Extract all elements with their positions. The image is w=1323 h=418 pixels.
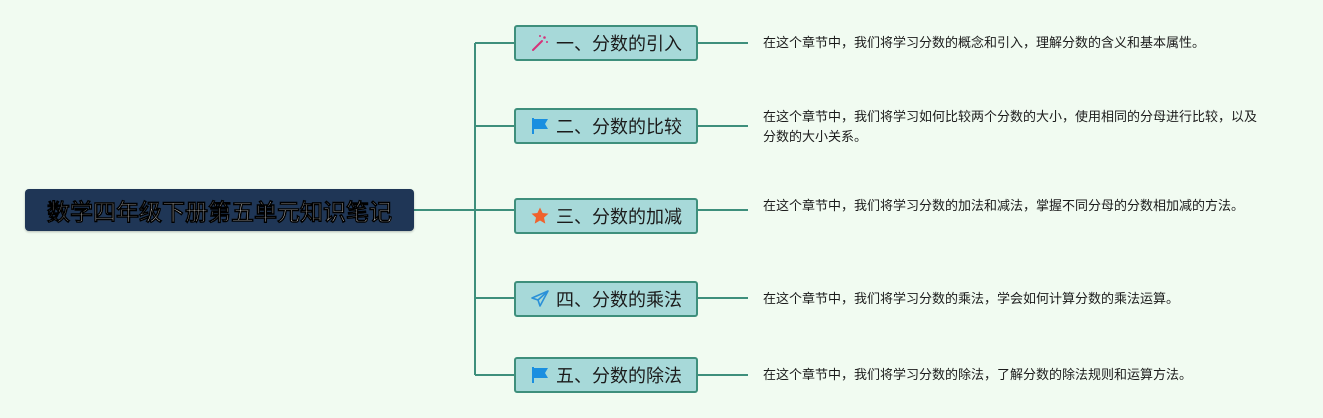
flag-icon	[530, 365, 550, 385]
paper-plane-icon	[530, 289, 550, 309]
topic-note-3: 在这个章节中，我们将学习分数的加法和减法，掌握不同分母的分数相加减的方法。	[763, 199, 1245, 214]
topic-label-5: 五、分数的除法	[556, 366, 682, 387]
topic-label-3: 三、分数的加减	[556, 207, 682, 228]
root-node[interactable]: 数学四年级下册第五单元知识笔记	[25, 189, 414, 231]
topic-node-4[interactable]: 四、分数的乘法	[514, 281, 698, 317]
flag-icon	[530, 116, 550, 136]
topic-label-4: 四、分数的乘法	[556, 290, 682, 311]
topic-label-1: 一、分数的引入	[556, 34, 682, 55]
root-title: 数学四年级下册第五单元知识笔记	[47, 200, 393, 227]
topic-note-4: 在这个章节中，我们将学习分数的乘法，学会如何计算分数的乘法运算。	[763, 292, 1180, 307]
star-icon	[530, 206, 550, 226]
topic-note-1: 在这个章节中，我们将学习分数的概念和引入，理解分数的含义和基本属性。	[763, 36, 1206, 51]
topic-label-2: 二、分数的比较	[556, 117, 682, 138]
topic-node-1[interactable]: 一、分数的引入	[514, 25, 698, 61]
topic-note-2: 在这个章节中，我们将学习如何比较两个分数的大小，使用相同的分母进行比较，以及分数…	[763, 110, 1258, 145]
topic-node-5[interactable]: 五、分数的除法	[514, 357, 698, 393]
topic-note-5: 在这个章节中，我们将学习分数的除法，了解分数的除法规则和运算方法。	[763, 368, 1193, 383]
magic-wand-icon	[530, 33, 550, 53]
topic-node-2[interactable]: 二、分数的比较	[514, 108, 698, 144]
topic-node-3[interactable]: 三、分数的加减	[514, 198, 698, 234]
